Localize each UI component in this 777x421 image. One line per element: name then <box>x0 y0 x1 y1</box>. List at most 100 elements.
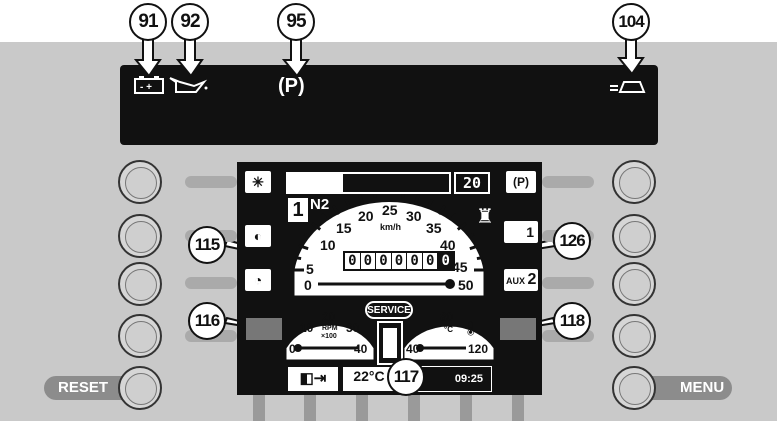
aux-1-indicator: 1 <box>503 220 539 244</box>
connector-pin <box>460 395 472 421</box>
rpm-tick-20: 20 <box>322 310 336 324</box>
odometer-digit: 0 <box>361 253 377 269</box>
speed-tick-15: 15 <box>336 220 352 236</box>
connector-pin <box>356 395 368 421</box>
warning-light-bar <box>120 65 658 145</box>
right-button-3[interactable] <box>612 262 656 306</box>
speedometer-tick-mark <box>476 256 484 261</box>
odometer-digit: 0 <box>392 253 408 269</box>
beacon-icon: ✳ <box>244 170 272 194</box>
oil-can-icon <box>168 74 208 97</box>
light-indicator: ◧⇥ <box>287 366 339 392</box>
groove-right-1 <box>542 176 594 188</box>
coolant-temp-icon: 🌡 <box>462 320 480 336</box>
svg-text:- +: - + <box>140 82 152 93</box>
callout-126: 126 <box>553 222 591 260</box>
callout-117: 117 <box>387 358 425 396</box>
speed-tick-30: 30 <box>406 208 422 224</box>
right-button-4[interactable] <box>612 314 656 358</box>
speedometer-tick-mark <box>303 232 311 239</box>
odometer: 0 0 0 0 0 0 0 <box>343 251 455 271</box>
menu-button[interactable] <box>612 366 656 410</box>
callout-104: 104 <box>612 3 650 41</box>
speed-tick-20: 20 <box>358 208 374 224</box>
odometer-digit: 0 <box>376 253 392 269</box>
aux-2-indicator: AUX 2 <box>503 268 539 292</box>
callout-116: 116 <box>188 302 226 340</box>
odometer-digit: 0 <box>438 253 454 269</box>
aux-1-number: 1 <box>526 224 534 240</box>
speed-tick-45: 45 <box>452 259 468 275</box>
rpm-dial <box>285 324 375 361</box>
temp-max: 120 <box>468 342 489 356</box>
callout-91: 91 <box>129 3 167 41</box>
progress-value: 20 <box>454 172 490 194</box>
connector-pin <box>304 395 316 421</box>
rpm-min: 0 <box>289 342 296 356</box>
speedometer-tick-mark <box>294 256 302 261</box>
aux-label: AUX <box>506 276 526 286</box>
callout-95: 95 <box>277 3 315 41</box>
reset-label: RESET <box>58 379 109 396</box>
left-button-3[interactable] <box>118 262 162 306</box>
groove-right-3 <box>542 277 594 289</box>
speedometer-tick-mark <box>456 222 467 231</box>
rpm-tick-30: 30 <box>346 321 360 335</box>
speedometer-tick-mark <box>413 194 420 205</box>
temp-dial <box>403 325 495 361</box>
speed-tick-35: 35 <box>426 220 442 236</box>
speedometer-tick-mark <box>450 213 458 220</box>
rpm-max: 40 <box>354 342 368 356</box>
speed-tick-5: 5 <box>306 261 314 277</box>
speedometer-tick-mark <box>469 244 480 251</box>
left-button-1[interactable] <box>118 160 162 204</box>
reset-button[interactable] <box>118 366 162 410</box>
outside-temp-value: 22°C <box>353 368 385 384</box>
speed-tick-40: 40 <box>440 237 456 253</box>
rpm-tick-10: 10 <box>300 321 314 335</box>
parking-brake-icon: (P) <box>278 75 305 97</box>
clock-value: 09:25 <box>454 373 483 385</box>
parking-icon: (P) <box>505 170 537 194</box>
hatched-area-left <box>246 318 282 340</box>
speed-tick-25: 25 <box>382 202 398 218</box>
speedometer-tick-mark <box>344 198 350 206</box>
left-button-4[interactable] <box>118 314 162 358</box>
hatched-area-right <box>500 318 536 340</box>
rpm-label: RPM <box>322 325 338 332</box>
odometer-digit: 0 <box>423 253 439 269</box>
callout-92: 92 <box>171 3 209 41</box>
right-button-2[interactable] <box>612 214 656 258</box>
gear-label: N2 <box>310 196 330 213</box>
aux-2-number: 2 <box>527 271 537 288</box>
callout-115: 115 <box>188 226 226 264</box>
rpm-multiplier: ×100 <box>321 333 337 340</box>
rpm-needle-end <box>294 344 302 352</box>
work-light-icon: ◐ <box>244 224 272 248</box>
speedometer-tick-mark <box>467 232 475 239</box>
speedometer-tick-mark <box>428 198 434 206</box>
service-indicator: SERVICE <box>365 301 413 319</box>
odometer-digit: 0 <box>407 253 423 269</box>
speed-max: 50 <box>458 277 474 293</box>
speed-unit: km/h <box>380 222 402 232</box>
speedometer-tick-mark <box>358 194 365 205</box>
level-indicator-fill <box>383 328 397 358</box>
speedometer-ticks <box>294 191 484 272</box>
progress-bar-fill <box>288 174 343 192</box>
vehicle-light-icon <box>610 78 646 99</box>
menu-label: MENU <box>680 379 725 396</box>
callout-118: 118 <box>553 302 591 340</box>
speed-tick-10: 10 <box>320 237 336 253</box>
tractor-icon: ♜ <box>476 206 494 228</box>
temp-tick-80: 80 <box>440 310 454 324</box>
speedometer-tick-mark <box>320 213 328 220</box>
right-button-1[interactable] <box>612 160 656 204</box>
speedometer-tick-mark <box>298 244 309 251</box>
left-button-2[interactable] <box>118 214 162 258</box>
groove-left-3 <box>185 277 237 289</box>
speedometer-tick-mark <box>331 205 341 216</box>
temp-needle-end <box>416 344 424 352</box>
connector-pin <box>408 395 420 421</box>
speedometer-tick-mark <box>311 222 322 231</box>
